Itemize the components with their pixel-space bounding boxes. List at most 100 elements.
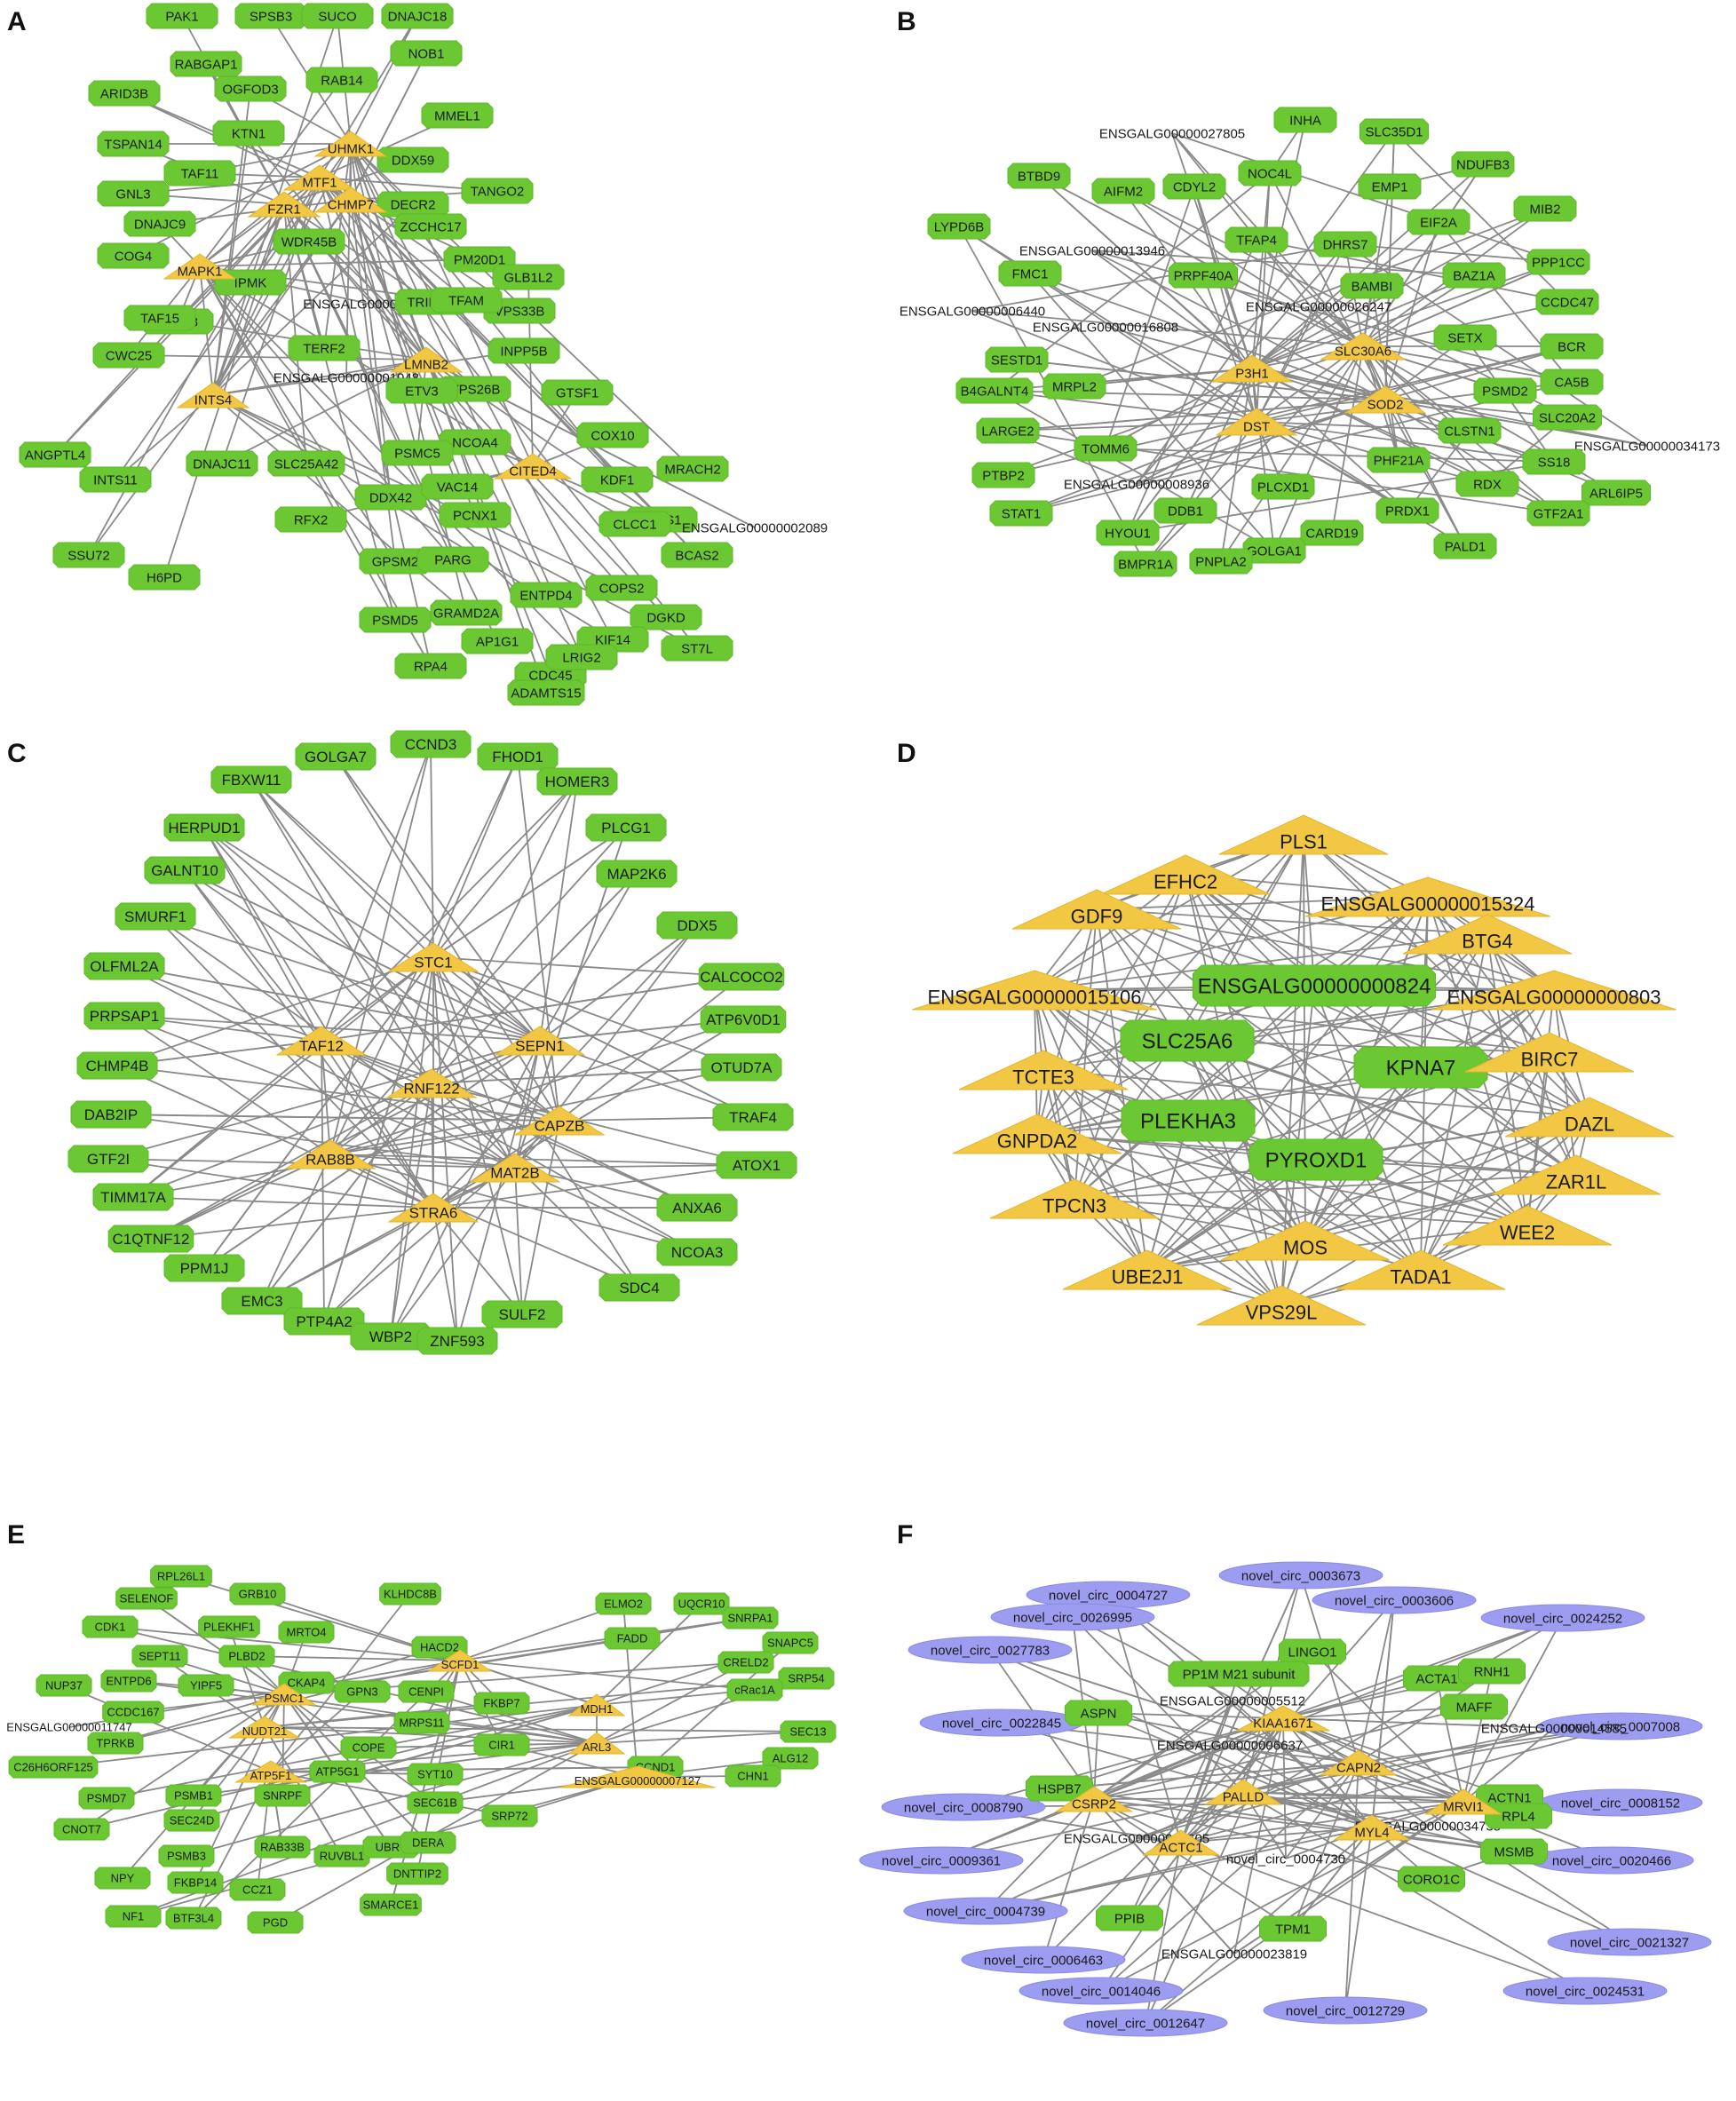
- node-label: PSMC5: [394, 446, 440, 461]
- node-pp1m-m21-subunit: PP1M M21 subunit: [1168, 1661, 1310, 1687]
- node-ube2j1: UBE2J1: [1062, 1249, 1233, 1290]
- node-cnot7: CNOT7: [53, 1818, 110, 1841]
- edge: [456, 1040, 541, 1342]
- node-nup37: NUP37: [36, 1674, 92, 1697]
- hub-node-shape: [494, 1026, 586, 1056]
- node-label: SLC20A2: [1539, 410, 1596, 425]
- node-ca5b: CA5B: [1540, 369, 1604, 395]
- node-label: NCOA3: [671, 1244, 724, 1261]
- node-label: BMPR1A: [1118, 557, 1173, 572]
- gene-node-shape: [1248, 1138, 1383, 1181]
- node-ensgalg00000008936: ENSGALG00000008936: [1064, 477, 1209, 492]
- node-label: ENSGALG00000026247: [1246, 299, 1391, 314]
- node-label: DNAJC18: [388, 9, 448, 24]
- node-label: CHMP4B: [86, 1058, 149, 1074]
- gene-node-shape: [163, 813, 245, 842]
- node-ensgalg00000006440: ENSGALG00000006440: [900, 304, 1045, 319]
- edge: [994, 390, 1257, 423]
- edge: [1362, 261, 1559, 347]
- node-label: GDF9: [1071, 906, 1123, 928]
- node-golga1: GOLGA1: [1242, 537, 1306, 564]
- node-label: PSMB3: [167, 1850, 206, 1863]
- circrna-node-shape: [1019, 1977, 1184, 2005]
- gene-node-shape: [700, 1005, 787, 1034]
- node-cdyl2: CDYL2: [1162, 173, 1226, 200]
- node-label: SNAPC5: [767, 1637, 813, 1650]
- edge: [184, 869, 560, 1122]
- edge: [432, 1207, 458, 1342]
- node-label: SLC25A42: [274, 456, 339, 472]
- node-label: PLCXD1: [1257, 480, 1309, 495]
- edge: [985, 1791, 1244, 1912]
- gene-node-shape: [178, 1674, 234, 1697]
- node-gtf2a1: GTF2A1: [1526, 500, 1590, 527]
- node-mib2: MIB2: [1513, 195, 1577, 222]
- node-entpd4: ENTPD4: [510, 582, 583, 608]
- node-label: SEPN1: [515, 1038, 565, 1055]
- gene-node-shape: [400, 1831, 456, 1854]
- edge: [193, 1660, 461, 1919]
- edge: [199, 266, 396, 562]
- node-label: GNPDA2: [997, 1130, 1077, 1153]
- gene-node-shape: [1120, 1019, 1255, 1062]
- gene-node-shape: [334, 1680, 391, 1703]
- gene-node-shape: [167, 1871, 224, 1894]
- node-stc1: STC1: [387, 942, 480, 972]
- edge: [1256, 421, 1470, 432]
- hub-node-shape: [275, 1026, 368, 1056]
- node-label: CLCC1: [613, 517, 656, 532]
- node-b4galnt4: B4GALNT4: [955, 377, 1034, 404]
- edge: [1344, 243, 1559, 263]
- node-label: MRPL2: [1052, 379, 1097, 394]
- gene-node-shape: [247, 1911, 304, 1934]
- node-noc4l: NOC4L: [1238, 160, 1302, 186]
- hub-node-shape: [1215, 408, 1298, 436]
- edge: [1020, 399, 1386, 514]
- node-bmpr1a: BMPR1A: [1114, 551, 1177, 577]
- gene-node-shape: [163, 1809, 220, 1832]
- hub-node-shape: [1305, 876, 1550, 917]
- node-pak1: PAK1: [146, 3, 218, 29]
- node-label: FBXW11: [222, 772, 281, 789]
- node-rpl4: RPL4: [1485, 1803, 1552, 1829]
- node-label: AIFM2: [1104, 184, 1143, 199]
- hub-node-shape: [1220, 1220, 1391, 1261]
- edge: [350, 199, 698, 556]
- gene-node-shape: [288, 335, 361, 361]
- edge: [350, 52, 427, 201]
- node-label: KIF14: [595, 632, 630, 647]
- edge: [132, 143, 352, 257]
- gene-node-shape: [598, 511, 671, 537]
- node-label: C26H6ORF125: [13, 1761, 93, 1774]
- edge: [329, 1154, 640, 1288]
- edge: [432, 1164, 757, 1209]
- node-clcc1: CLCC1: [598, 511, 671, 537]
- node-label: novel_circ_0027783: [931, 1643, 1050, 1658]
- gene-node-shape: [492, 264, 565, 290]
- node-label: TPRKB: [96, 1737, 134, 1750]
- circrna-node-shape: [881, 1793, 1046, 1821]
- gene-node-shape: [218, 1645, 275, 1668]
- node-snrpf: SNRPF: [254, 1784, 311, 1807]
- node-traf4: TRAF4: [712, 1103, 794, 1131]
- node-novel-circ-0014046: novel_circ_0014046: [1019, 1977, 1184, 2005]
- node-atp5g1: ATP5G1: [309, 1760, 366, 1783]
- edge: [110, 1114, 516, 1169]
- node-ensgalg00000000803: ENSGALG00000000803: [1431, 970, 1677, 1011]
- node-wee2: WEE2: [1442, 1205, 1613, 1246]
- hub-node-shape: [387, 942, 480, 972]
- node-mmel1: MMEL1: [421, 102, 494, 129]
- node-label: RPL26L1: [157, 1570, 205, 1583]
- gene-node-shape: [1455, 471, 1519, 497]
- panel-label-f: F: [897, 1520, 913, 1550]
- gene-node-shape: [82, 1615, 139, 1638]
- gene-node-shape: [394, 213, 467, 240]
- node-cdk1: CDK1: [82, 1615, 139, 1638]
- gene-node-shape: [585, 575, 658, 601]
- node-label: DNTTIP2: [393, 1867, 441, 1881]
- node-label: SPSB3: [250, 9, 292, 24]
- gene-node-shape: [1259, 1915, 1327, 1942]
- node-label: UBE2J1: [1112, 1266, 1184, 1288]
- gene-node-shape: [377, 147, 449, 173]
- node-label: RPA4: [414, 659, 448, 674]
